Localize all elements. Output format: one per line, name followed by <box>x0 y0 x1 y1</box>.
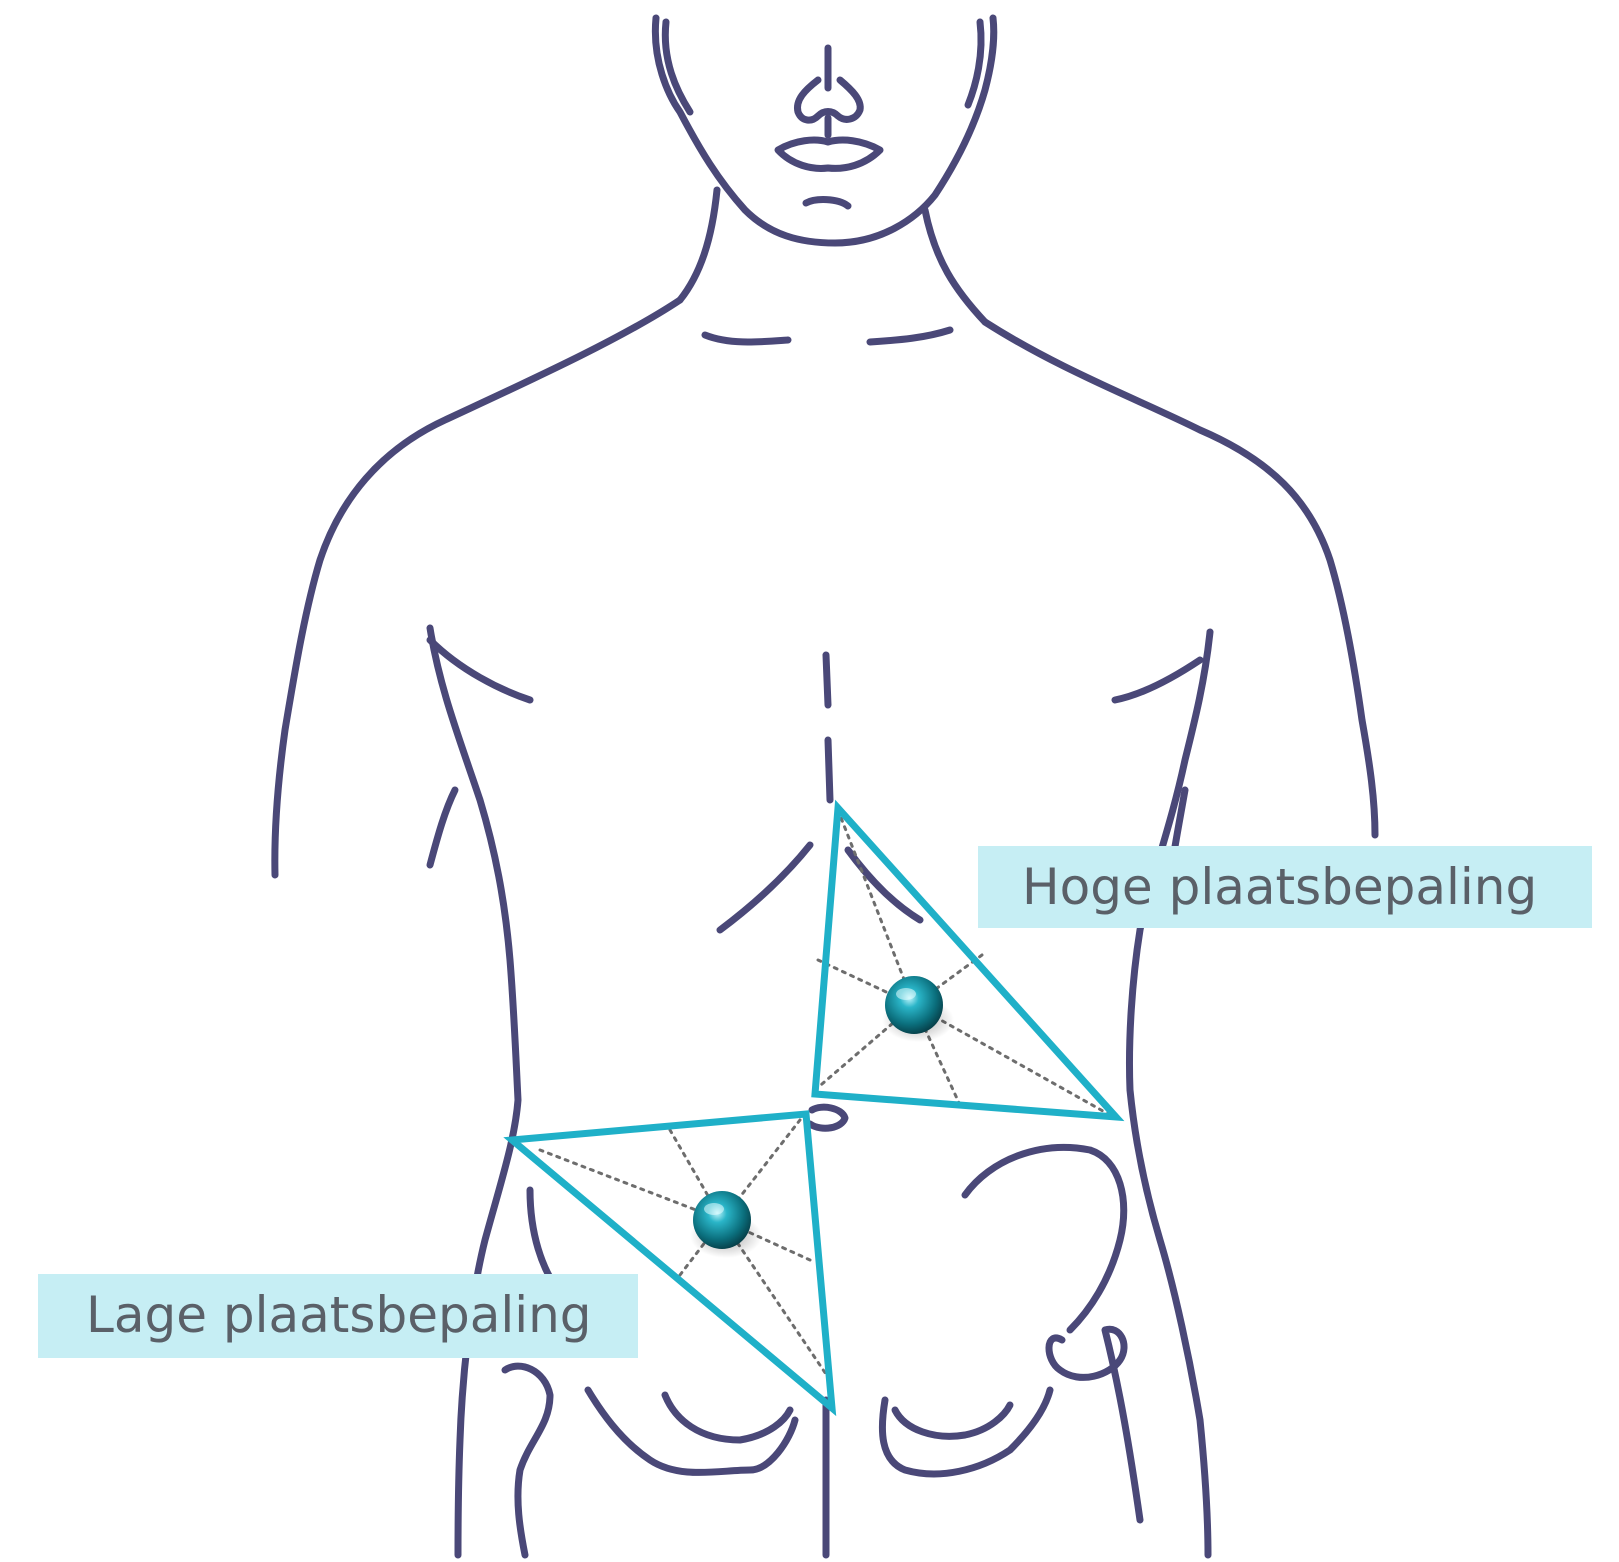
teal-sphere-marker-icon <box>690 1191 762 1258</box>
low-placement-zone <box>512 1114 832 1408</box>
head-right-inner <box>968 22 981 105</box>
navel <box>810 1107 845 1128</box>
collarbone-right <box>870 330 950 342</box>
sternum-upper <box>826 655 828 705</box>
neck-right <box>925 210 985 322</box>
femur-head-left <box>505 1366 550 1555</box>
ribcage-left <box>720 845 810 930</box>
high-placement-label: Hoge plaatsbepaling <box>978 846 1592 928</box>
low-placement-label-text: Lage plaatsbepaling <box>86 1286 592 1344</box>
collarbone-left <box>705 335 788 342</box>
obturator-right <box>895 1405 1010 1436</box>
chin-line <box>806 200 848 206</box>
teal-sphere-marker-icon <box>882 976 954 1042</box>
neck-left <box>680 190 717 300</box>
obturator-left <box>665 1395 790 1440</box>
shoulder-right <box>985 322 1375 835</box>
femur-head-right <box>1049 1329 1140 1520</box>
sternum-lower <box>828 740 830 800</box>
hip-right-curve <box>965 1147 1124 1330</box>
chest-right <box>1115 660 1200 700</box>
torso-right <box>1129 632 1210 1555</box>
arm-inner-left <box>430 790 455 865</box>
torso-left <box>430 628 518 1555</box>
mouth <box>778 140 880 168</box>
high-placement-label-text: Hoge plaatsbepaling <box>1022 858 1537 916</box>
low-placement-label: Lage plaatsbepaling <box>38 1274 638 1358</box>
